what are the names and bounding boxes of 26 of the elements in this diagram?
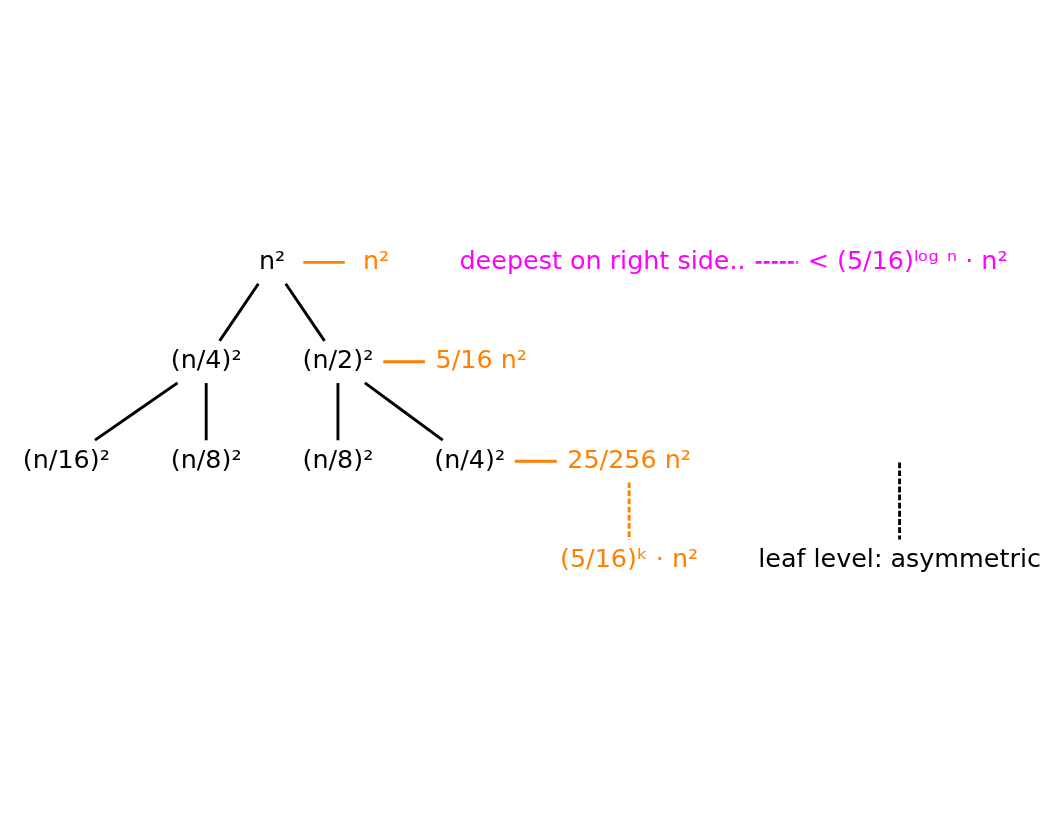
node-text: leaf level: asymmetric: [758, 543, 1041, 574]
node-text: n²: [258, 244, 286, 275]
node-text: (n/4)²: [434, 443, 506, 474]
connector: [364, 381, 444, 442]
node-text: 25/256 n²: [567, 443, 692, 474]
node-text: (5/16)ᵏ · n²: [560, 543, 699, 574]
connector: [336, 383, 340, 441]
connector: [94, 381, 179, 442]
node-text: (n/4)²: [170, 344, 242, 375]
connector: [627, 482, 631, 540]
connector: [514, 459, 557, 463]
node-text: (n/2)²: [302, 344, 374, 375]
node-text: (n/8)²: [302, 443, 374, 474]
connector: [383, 360, 425, 364]
node-text: deepest on right side..: [459, 244, 746, 275]
node-text: (n/16)²: [22, 443, 110, 474]
node-text: < (5/16)ˡᵒᵍ ⁿ · n²: [807, 244, 1008, 275]
connector: [218, 282, 260, 342]
connector: [303, 260, 345, 264]
connector: [755, 260, 798, 264]
connector: [204, 383, 208, 441]
connector: [898, 462, 901, 540]
node-text: n²: [362, 244, 390, 275]
connector: [284, 282, 326, 342]
node-text: 5/16 n²: [435, 344, 527, 375]
node-text: (n/8)²: [170, 443, 242, 474]
